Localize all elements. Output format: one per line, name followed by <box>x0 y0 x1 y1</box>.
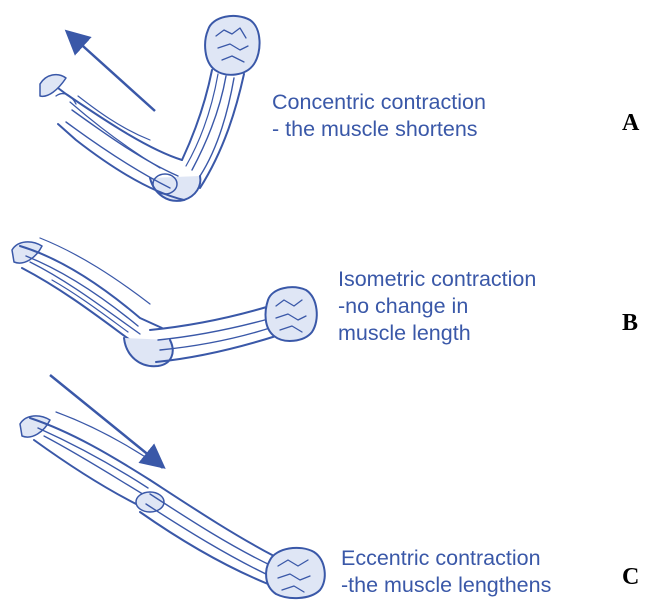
caption-line: Eccentric contraction <box>341 545 551 572</box>
panel-letter-b: B <box>622 310 638 337</box>
arrow-up-left <box>74 38 155 111</box>
caption-isometric: Isometric contraction -no change in musc… <box>338 266 536 347</box>
caption-line: Concentric contraction <box>272 89 486 116</box>
caption-line: -the muscle lengthens <box>341 572 551 599</box>
arm-horizontal-icon <box>12 238 317 366</box>
panel-letter-c: C <box>622 564 639 591</box>
panel-letter-a: A <box>622 110 639 137</box>
caption-line: -no change in <box>338 293 536 320</box>
caption-eccentric: Eccentric contraction -the muscle length… <box>341 545 551 599</box>
caption-line: - the muscle shortens <box>272 116 486 143</box>
caption-line: muscle length <box>338 320 536 347</box>
caption-line: Isometric contraction <box>338 266 536 293</box>
arm-extended-icon <box>20 412 325 598</box>
arm-flexed-icon <box>40 16 260 201</box>
caption-concentric: Concentric contraction - the muscle shor… <box>272 89 486 143</box>
